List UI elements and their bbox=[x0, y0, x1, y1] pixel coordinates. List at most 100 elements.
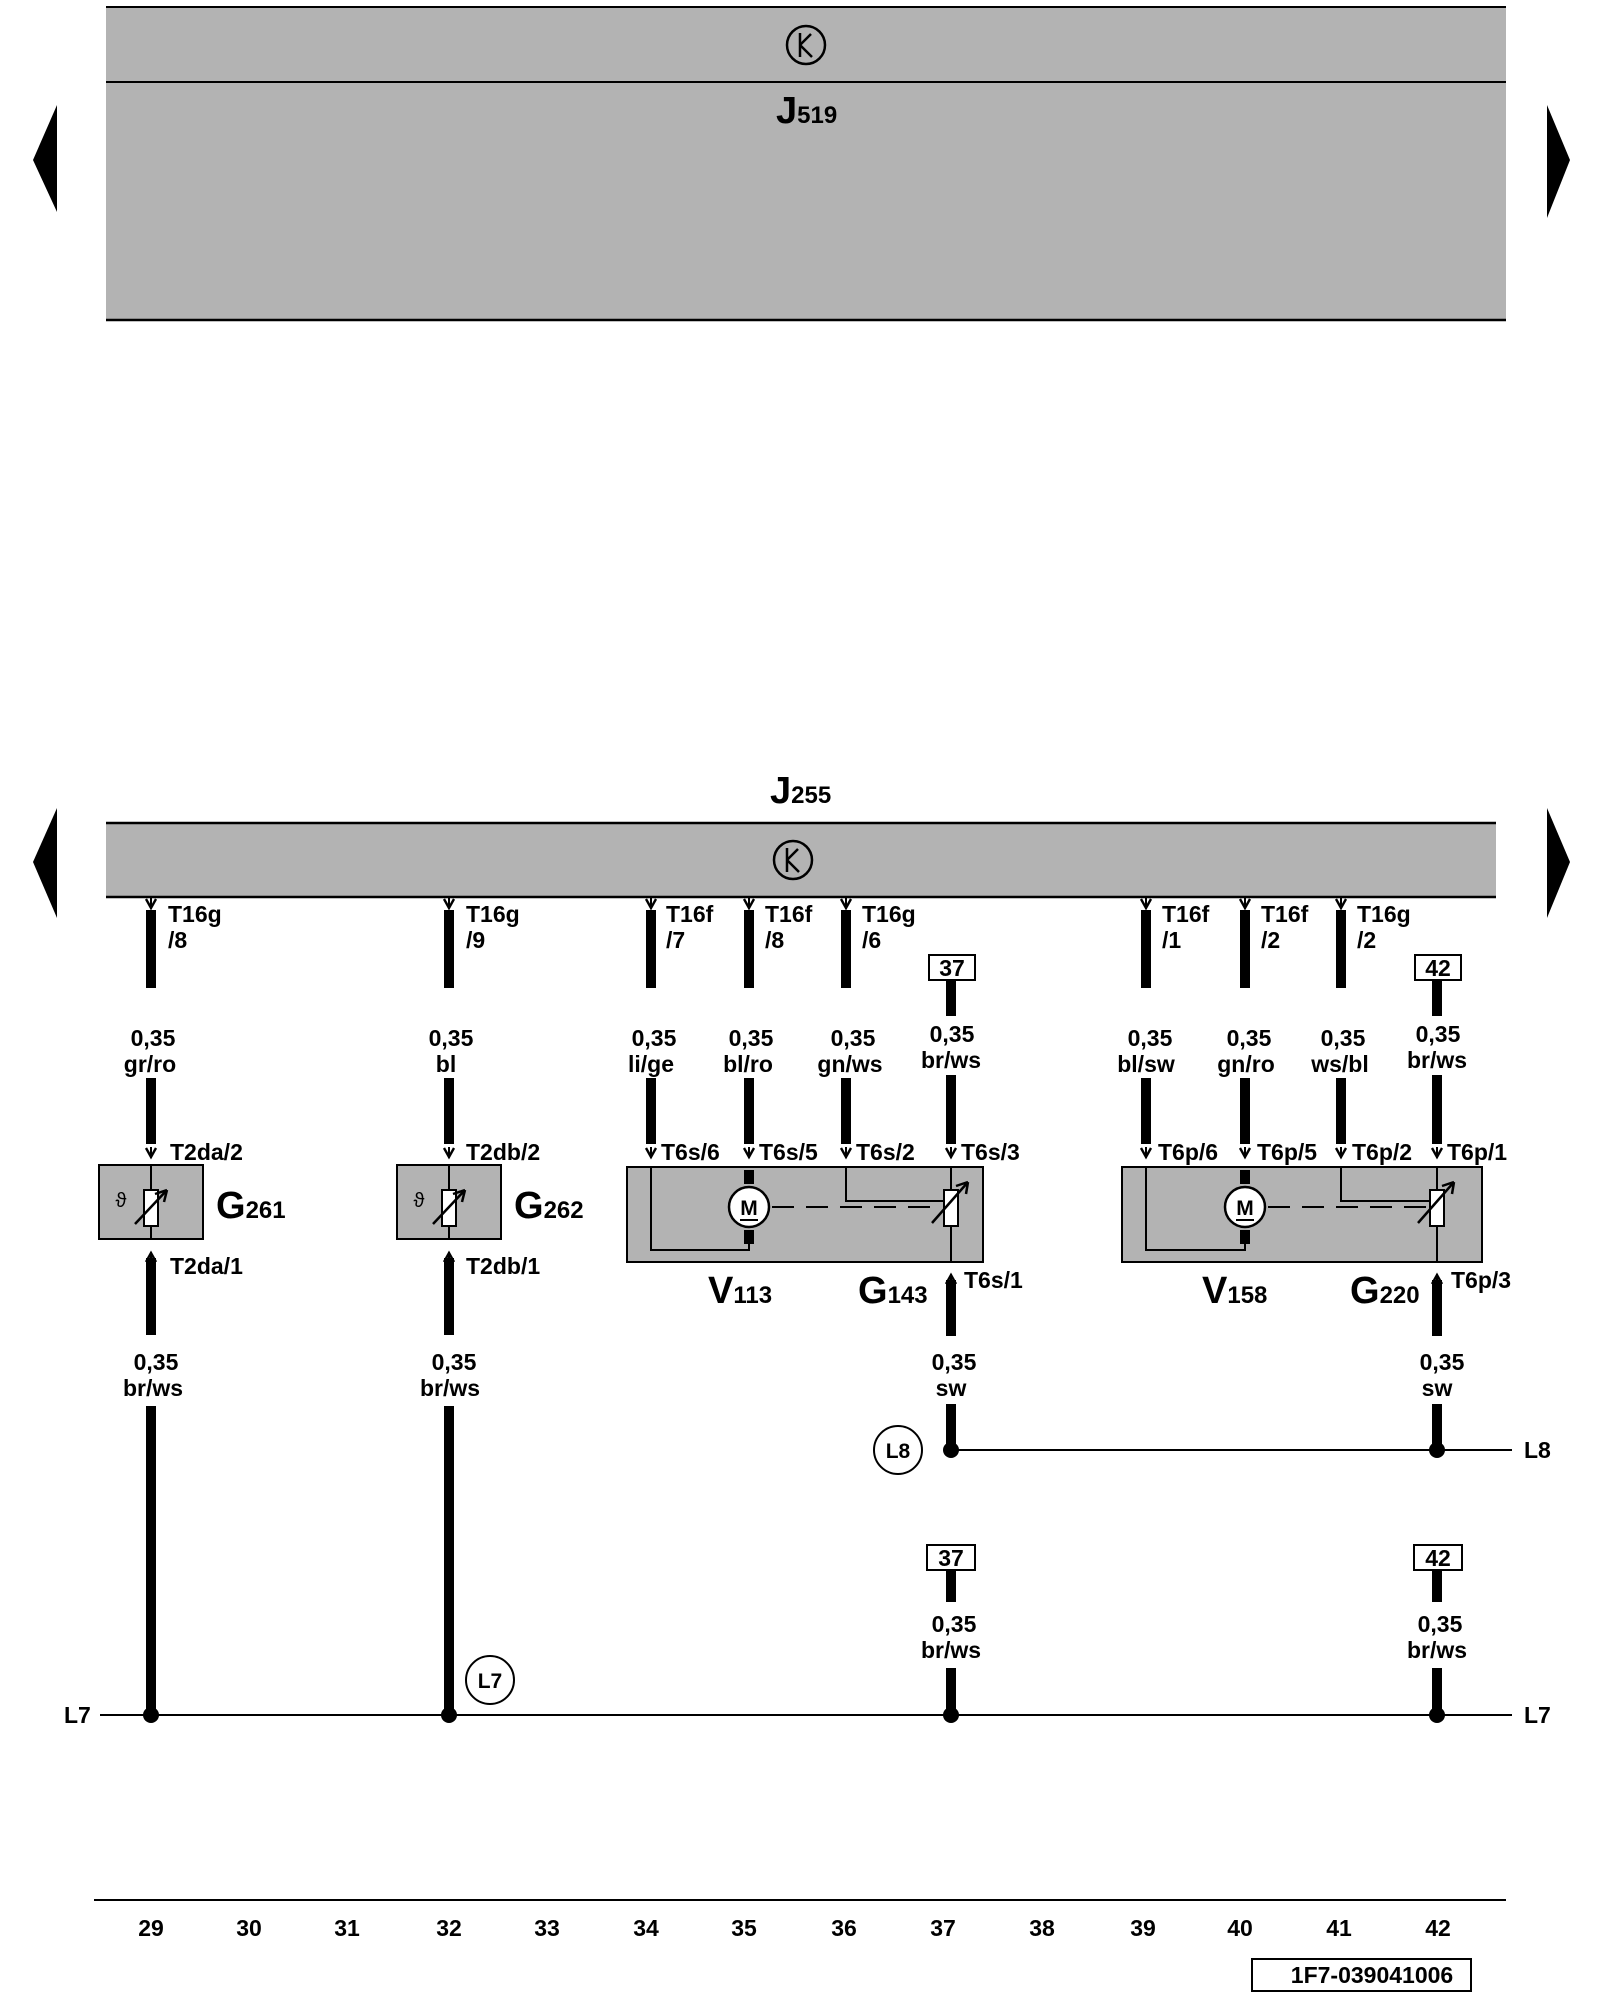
pin-label: T6p/3 bbox=[1451, 1267, 1511, 1293]
wire-column-40: T16f /2 0,35 gn/ro bbox=[1217, 896, 1309, 1144]
wire-color: br/ws bbox=[420, 1375, 480, 1401]
sensor-g262-label: G262 bbox=[514, 1185, 584, 1227]
bus-l7-label-right: L7 bbox=[1524, 1702, 1551, 1728]
column-number: 39 bbox=[1130, 1915, 1156, 1941]
wire-size: 0,35 bbox=[131, 1025, 176, 1051]
wire-column-37: 37 0,35 br/ws bbox=[921, 954, 981, 1144]
pin-label: /9 bbox=[466, 927, 485, 953]
sensor-g261-label: G261 bbox=[216, 1185, 286, 1227]
wire-color: bl/sw bbox=[1117, 1051, 1175, 1077]
next-page-arrow-icon[interactable] bbox=[1547, 808, 1570, 918]
potentiometer-g220-label: G220 bbox=[1350, 1270, 1420, 1312]
wire-color: gn/ws bbox=[817, 1051, 882, 1077]
reference-column-42-lower: 42 0,35 br/ws bbox=[1407, 1544, 1467, 1715]
pin-label: /7 bbox=[666, 927, 685, 953]
wire-size: 0,35 bbox=[932, 1611, 977, 1637]
column-number: 42 bbox=[1425, 1915, 1451, 1941]
wire-column-35: T16f /8 0,35 bl/ro bbox=[723, 896, 813, 1144]
wire-size: 0,35 bbox=[831, 1025, 876, 1051]
column-number: 41 bbox=[1326, 1915, 1352, 1941]
next-page-arrow-icon[interactable] bbox=[1547, 105, 1570, 218]
page-reference: 42 bbox=[1425, 1545, 1451, 1571]
pin-label: /6 bbox=[862, 927, 881, 953]
pin-label: /8 bbox=[765, 927, 784, 953]
servo-motor-v113: T6s/6 T6s/5 T6s/2 T6s/3 M V113 G143 T6s/… bbox=[626, 1139, 1023, 1450]
temperature-icon: ϑ bbox=[116, 1190, 127, 1212]
motor-v158-label: V158 bbox=[1202, 1270, 1267, 1312]
page-reference-box[interactable] bbox=[926, 1544, 976, 1571]
control-unit-j519-label: J519 bbox=[776, 90, 837, 132]
wire-size: 0,35 bbox=[432, 1349, 477, 1375]
wire-color: br/ws bbox=[921, 1047, 981, 1073]
page-reference-box[interactable] bbox=[1413, 1544, 1463, 1571]
wire-size: 0,35 bbox=[429, 1025, 474, 1051]
column-number: 35 bbox=[731, 1915, 757, 1941]
bus-l8-label: L8 bbox=[1524, 1437, 1551, 1463]
wire-size: 0,35 bbox=[1321, 1025, 1366, 1051]
column-number: 34 bbox=[633, 1915, 659, 1941]
connector-label: T16f bbox=[765, 901, 813, 927]
can-bus-icon bbox=[785, 24, 827, 66]
temperature-sensor-g261: T2da/2 ϑ G261 T2da/1 0,35 br/ws bbox=[98, 1139, 286, 1715]
control-unit-j255: J255 bbox=[106, 770, 1496, 899]
reference-column-37-lower: 37 0,35 br/ws bbox=[921, 1544, 981, 1715]
connector-label: T16g bbox=[1357, 901, 1411, 927]
pin-label: T6s/5 bbox=[759, 1139, 818, 1165]
page-reference: 37 bbox=[938, 1545, 964, 1571]
drawing-id: 1F7-039041006 bbox=[1291, 1962, 1453, 1988]
wire-color: br/ws bbox=[921, 1637, 981, 1663]
previous-page-arrow-icon[interactable] bbox=[33, 105, 57, 212]
column-number: 31 bbox=[334, 1915, 360, 1941]
pin-label: T6p/2 bbox=[1352, 1139, 1412, 1165]
page-reference: 42 bbox=[1425, 955, 1451, 981]
wire-size: 0,35 bbox=[632, 1025, 677, 1051]
pin-label: /2 bbox=[1357, 927, 1376, 953]
pin-label: T6s/3 bbox=[961, 1139, 1020, 1165]
wire-column-36: T16g /6 0,35 gn/ws bbox=[817, 896, 916, 1144]
temperature-icon: ϑ bbox=[414, 1190, 425, 1212]
motor-symbol: M bbox=[1236, 1197, 1254, 1220]
ground-point-l8-marker bbox=[873, 1425, 923, 1475]
wire-color: bl/ro bbox=[723, 1051, 773, 1077]
column-number: 29 bbox=[138, 1915, 164, 1941]
motor-icon bbox=[1223, 1185, 1267, 1229]
motor-icon bbox=[727, 1185, 771, 1229]
wire-size: 0,35 bbox=[1416, 1021, 1461, 1047]
bus-line-l8: L8 L8 bbox=[873, 1425, 1551, 1475]
page-reference: 37 bbox=[939, 955, 965, 981]
wire-column-42: 42 0,35 br/ws bbox=[1407, 954, 1467, 1144]
wire-color: gr/ro bbox=[124, 1051, 176, 1077]
pin-label: /8 bbox=[168, 927, 187, 953]
pin-label: T6s/6 bbox=[661, 1139, 720, 1165]
motor-v113-label: V113 bbox=[708, 1270, 772, 1312]
column-number: 40 bbox=[1227, 1915, 1253, 1941]
column-number: 37 bbox=[930, 1915, 956, 1941]
column-number: 30 bbox=[236, 1915, 262, 1941]
column-number: 32 bbox=[436, 1915, 462, 1941]
control-unit-j519: J519 bbox=[106, 6, 1506, 322]
connector-label: T16g bbox=[168, 901, 222, 927]
previous-page-arrow-icon[interactable] bbox=[33, 808, 57, 918]
wire-column-39: T16f /1 0,35 bl/sw bbox=[1117, 896, 1210, 1144]
bus-line-l7: L7 L7 L7 bbox=[64, 1655, 1551, 1728]
pin-label: /1 bbox=[1162, 927, 1181, 953]
pin-label: T2db/2 bbox=[466, 1139, 540, 1165]
drawing-id-box: 1F7-039041006 bbox=[1251, 1958, 1472, 1992]
can-bus-icon bbox=[772, 839, 814, 881]
ground-point-l8: L8 bbox=[886, 1440, 911, 1463]
wire-color: ws/bl bbox=[1310, 1051, 1369, 1077]
connector-label: T16g bbox=[862, 901, 916, 927]
temperature-sensor-g262: T2db/2 ϑ G262 T2db/1 0,35 br/ws bbox=[396, 1139, 584, 1715]
ground-point-l7: L7 bbox=[478, 1670, 503, 1693]
control-unit-j255-label: J255 bbox=[770, 770, 831, 812]
wire-size: 0,35 bbox=[1420, 1349, 1465, 1375]
wire-size: 0,35 bbox=[930, 1021, 975, 1047]
wire-size: 0,35 bbox=[1418, 1611, 1463, 1637]
pin-label: T6p/1 bbox=[1447, 1139, 1507, 1165]
wire-color: bl bbox=[436, 1051, 456, 1077]
wire-size: 0,35 bbox=[1227, 1025, 1272, 1051]
connector-label: T16f bbox=[666, 901, 714, 927]
wire-size: 0,35 bbox=[1128, 1025, 1173, 1051]
wire-color: li/ge bbox=[628, 1051, 674, 1077]
